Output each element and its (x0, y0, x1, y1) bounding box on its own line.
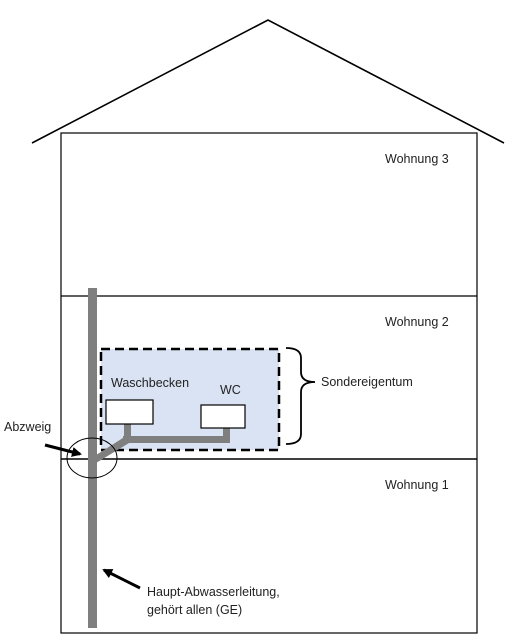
apartment-1-label: Wohnung 1 (385, 478, 449, 492)
sink-box (105, 399, 154, 425)
branch-pipes (93, 424, 230, 463)
main-pipe-label-line2: gehört allen (GE) (147, 603, 242, 617)
toilet-box (200, 404, 246, 429)
branch-label: Abzweig (4, 420, 51, 434)
private-property-brace (285, 347, 316, 445)
toilet-label: WC (220, 383, 241, 397)
roof (31, 19, 505, 144)
main-pipe-label-line1: Haupt-Abwasserleitung, (147, 585, 280, 599)
sink-label: Waschbecken (111, 376, 189, 390)
private-property-label: Sondereigentum (321, 375, 413, 389)
branch-arrow (44, 443, 82, 457)
main-pipe-arrow (102, 568, 141, 590)
main-waste-pipe (88, 288, 97, 628)
apartment-3-label: Wohnung 3 (385, 152, 449, 166)
apartment-2-label: Wohnung 2 (385, 315, 449, 329)
branch-circle (66, 437, 118, 479)
